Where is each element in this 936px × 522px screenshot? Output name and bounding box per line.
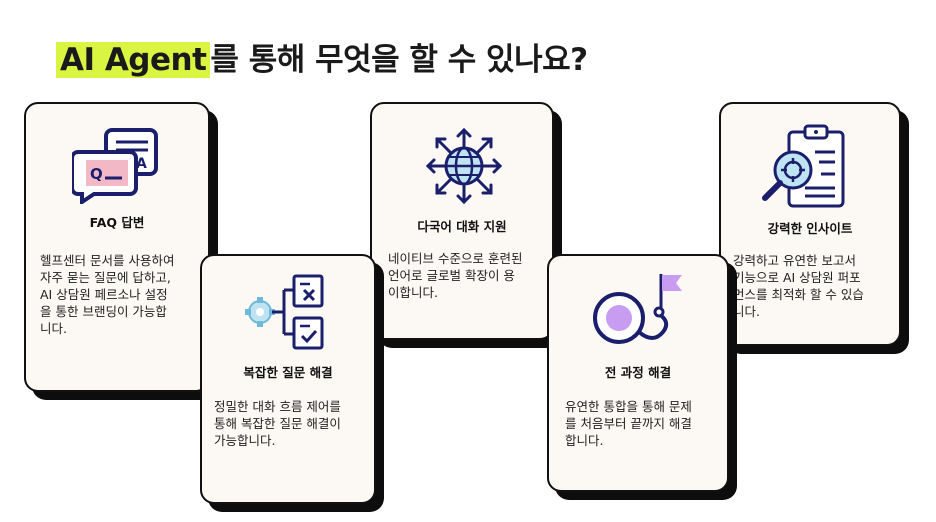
card-title: FAQ 답변 bbox=[89, 215, 145, 230]
faq-chat-icon: A Q bbox=[72, 128, 158, 204]
card-insights: 강력한 인사이트 강력하고 유연한 보고서 기능으로 AI 상담원 퍼포 먼스를… bbox=[719, 102, 901, 346]
card-description: 정밀한 대화 흐름 제어를 통해 복잡한 질문 해결이 가능합니다. bbox=[214, 399, 341, 448]
card-end-to-end: 전 과정 해결 유연한 통합을 통해 문제 를 처음부터 끝까지 해결 합니다. bbox=[547, 254, 729, 492]
card-multilingual: 다국어 대화 지원 네이티브 수준으로 훈련된 언어로 글로벌 확장이 용 이합… bbox=[370, 102, 554, 340]
title-rest: 를 통해 무엇을 할 수 있나요? bbox=[210, 42, 588, 78]
flag-path-icon bbox=[593, 274, 682, 344]
card-title: 다국어 대화 지원 bbox=[417, 219, 507, 234]
card-description: 유연한 통합을 통해 문제 를 처음부터 끝까지 해결 합니다. bbox=[565, 399, 692, 448]
card-description: 헬프센터 문서를 사용하여 자주 묻는 질문에 답하고, AI 상담원 페르소나… bbox=[40, 253, 175, 336]
card-description: 네이티브 수준으로 훈련된 언어로 글로벌 확장이 용 이합니다. bbox=[388, 251, 523, 300]
card-title: 전 과정 해결 bbox=[604, 365, 672, 380]
card-description: 강력하고 유연한 보고서 기능으로 AI 상담원 퍼포 먼스를 최적화 할 수 … bbox=[733, 253, 864, 319]
svg-text:Q: Q bbox=[90, 165, 103, 183]
globe-arrows-icon bbox=[425, 127, 503, 205]
card-title: 강력한 인사이트 bbox=[767, 221, 853, 236]
card-faq: A Q FAQ 답변 헬프센터 문서를 사용하여 자주 묻는 질문에 답하고, … bbox=[24, 102, 210, 392]
workflow-gear-icon bbox=[245, 274, 324, 350]
card-complex: 복잡한 질문 해결 정밀한 대화 흐름 제어를 통해 복잡한 질문 해결이 가능… bbox=[200, 254, 376, 504]
title-highlight: AI Agent bbox=[56, 42, 211, 78]
svg-text:A: A bbox=[136, 156, 147, 172]
card-title: 복잡한 질문 해결 bbox=[243, 365, 333, 380]
clipboard-magnifier-icon bbox=[762, 124, 845, 208]
